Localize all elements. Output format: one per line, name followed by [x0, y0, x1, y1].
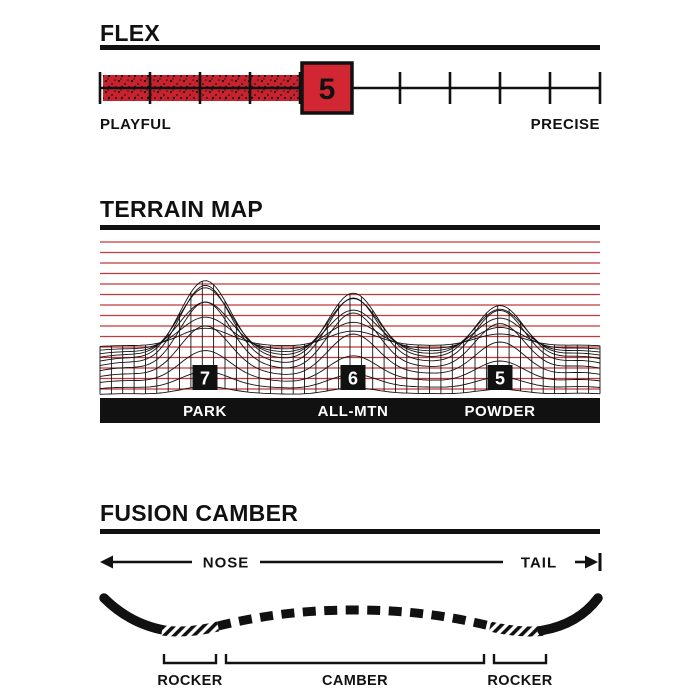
camber-bracket	[224, 654, 486, 665]
camber-title-rule	[100, 529, 600, 534]
rocker-right-bracket	[492, 654, 548, 665]
rocker-right-label: ROCKER	[487, 673, 552, 689]
flex-left-label: PLAYFUL	[100, 116, 172, 133]
flex-right-label: PRECISE	[530, 116, 600, 133]
flex-title: FLEX	[100, 20, 160, 46]
badge-box	[487, 365, 513, 390]
terrain-rating-park: 7	[200, 369, 210, 389]
terrain-label-powder: POWDER	[464, 403, 535, 420]
terrain-rating-badge-allmtn: 6	[340, 365, 366, 390]
zone-brackets	[162, 654, 548, 665]
flex-value: 5	[319, 73, 336, 106]
terrain-label-park: PARK	[183, 403, 227, 420]
flex-title-rule	[100, 45, 600, 50]
terrain-rating-badge-park: 7	[192, 365, 218, 390]
rocker-left-label: ROCKER	[157, 673, 222, 689]
terrain-map: 7 6 5 PARK ALL-MTN POWDER	[99, 241, 601, 423]
badge-box	[192, 365, 218, 390]
rocker-left-bracket	[162, 654, 218, 665]
camber-title: FUSION CAMBER	[100, 500, 299, 526]
length-arrow-line	[100, 553, 602, 571]
badge-box	[340, 365, 366, 390]
terrain-category-bar	[100, 398, 600, 423]
left-arrowhead-icon	[100, 555, 113, 569]
flex-value-box	[300, 61, 354, 115]
rocker-left-hatch-segment	[161, 621, 220, 637]
nose-label: NOSE	[203, 555, 250, 572]
terrain-rating-allmtn: 6	[348, 369, 358, 389]
terrain-title-rule	[100, 225, 600, 230]
tail-solid-segment	[537, 593, 603, 636]
terrain-rating-badge-powder: 5	[487, 365, 513, 390]
flex-scale: 5	[98, 61, 602, 115]
terrain-title: TERRAIN MAP	[100, 196, 264, 222]
nose-solid-segment	[99, 593, 171, 636]
camber-diagram: NOSE TAIL ROCKER CAMBER ROCKER	[99, 553, 603, 689]
camber-dashed-segment	[216, 605, 492, 631]
camber-zone-label: CAMBER	[322, 673, 388, 689]
terrain-rating-powder: 5	[495, 369, 505, 389]
tail-label: TAIL	[521, 555, 557, 572]
board-profile	[99, 593, 603, 637]
terrain-label-allmtn: ALL-MTN	[318, 403, 389, 420]
right-arrowhead-icon	[585, 555, 598, 569]
